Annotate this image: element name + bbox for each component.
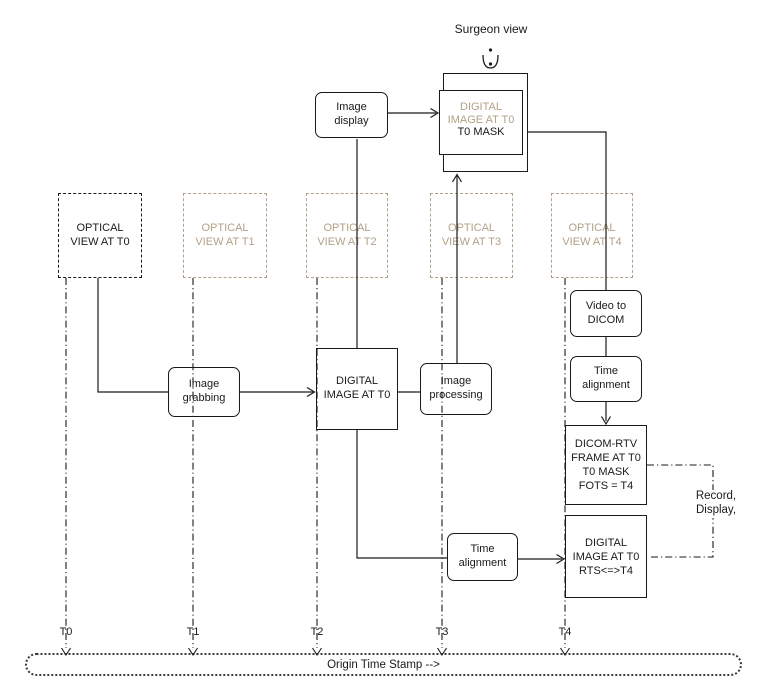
- digital-image-rts-box: DIGITAL IMAGE AT T0 RTS<=>T4: [565, 515, 647, 598]
- origin-time-stamp-band: Origin Time Stamp -->: [25, 653, 742, 676]
- record-display-label: Record, Display,: [680, 490, 752, 518]
- video-to-dicom-box: Video to DICOM: [570, 290, 642, 337]
- display-label-line: Display,: [695, 503, 737, 516]
- dicom-rtv-frame-box: DICOM-RTV FRAME AT T0 T0 MASK FOTS = T4: [565, 425, 647, 505]
- time-alignment-bottom-box: Time alignment: [447, 533, 518, 581]
- mask-digital-line1: DIGITAL: [460, 101, 502, 113]
- optical-view-t3-box: OPTICAL VIEW AT T3: [430, 193, 513, 278]
- digital-image-rts-line: RTS<=>T4: [579, 564, 633, 577]
- optical-view-t0-box: OPTICAL VIEW AT T0: [58, 193, 142, 278]
- dicom-rtv-line: FRAME AT T0: [571, 452, 641, 464]
- dicom-rtv-line: T0 MASK: [582, 466, 630, 478]
- time-alignment-top-box: Time alignment: [570, 356, 642, 402]
- digital-image-rts-line: IMAGE AT T0: [572, 550, 640, 563]
- mask-digital-line2: IMAGE AT T0: [447, 114, 515, 126]
- optical-view-t1-box: OPTICAL VIEW AT T1: [183, 193, 267, 278]
- timeline-tick-t4: T4: [558, 626, 572, 638]
- record-label-line: Record,: [695, 490, 737, 502]
- digital-image-t0-box: DIGITAL IMAGE AT T0: [316, 348, 398, 430]
- optical-view-t2-box: OPTICAL VIEW AT T2: [306, 193, 388, 278]
- image-grabbing-box: Image grabbing: [168, 367, 240, 417]
- mask-label: T0 MASK: [457, 126, 505, 138]
- timeline-tick-t2: T2: [310, 626, 324, 638]
- image-display-box: Image display: [315, 92, 388, 138]
- digital-image-rts-line: DIGITAL: [585, 536, 627, 549]
- origin-time-stamp-label: Origin Time Stamp -->: [327, 658, 440, 671]
- image-processing-box: Image processing: [420, 363, 492, 415]
- mask-front-box: DIGITAL IMAGE AT T0 T0 MASK: [439, 90, 523, 155]
- timeline-tick-t0: T0: [59, 626, 73, 638]
- dicom-rtv-line: DICOM-RTV: [574, 438, 638, 450]
- surgeon-view-label: Surgeon view: [454, 22, 528, 36]
- timeline-tick-t3: T3: [435, 626, 449, 638]
- solid-connectors: [97, 107, 612, 565]
- timeline-tick-t1: T1: [186, 626, 200, 638]
- optical-view-t4-box: OPTICAL VIEW AT T4: [551, 193, 633, 278]
- dicom-rtv-line: FOTS = T4: [578, 480, 634, 492]
- eye-icon: [482, 48, 499, 69]
